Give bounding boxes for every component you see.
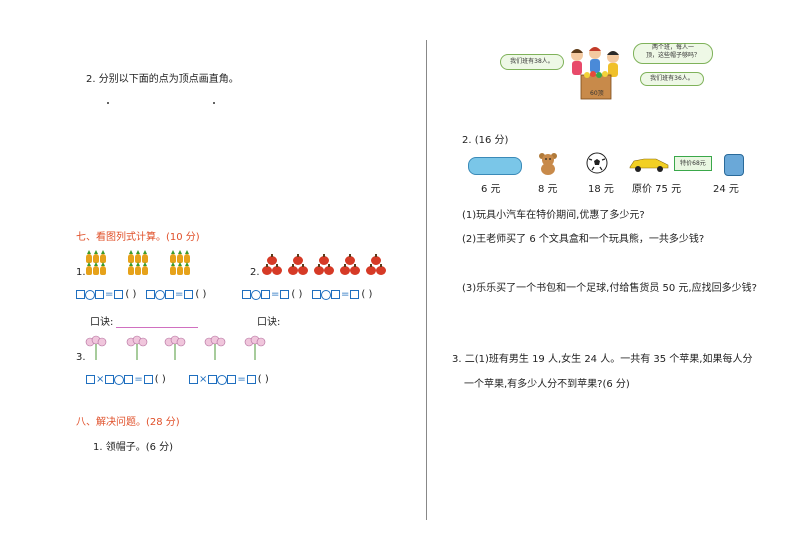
backpack-image: [724, 154, 744, 176]
equation-row-3a: ×=( ): [86, 374, 168, 385]
pencil-case-image: [468, 157, 522, 175]
equation-row-3b: ×=( ): [189, 374, 271, 385]
speech-bubble-right-top: 两个班，每人一 顶，这些帽子够吗？: [633, 43, 713, 64]
q3-line-2: 一个苹果,有多少人分不到苹果?(6 分): [464, 379, 630, 390]
teddy-bear-image: [536, 151, 560, 175]
koujue-label-2: 口诀:: [257, 317, 281, 328]
apple-pyramids-image: [262, 252, 392, 280]
q3-line-1: 3. 二(1)班有男生 19 人,女生 24 人。一共有 35 个苹果,如果每人…: [452, 354, 753, 365]
equation-row-1b: =( ): [146, 289, 208, 300]
price-backpack: 24 元: [713, 184, 739, 195]
item-1-label: 1.: [76, 267, 86, 278]
speech-bubble-right-bottom: 我们班有36人。: [640, 72, 704, 86]
column-divider: [426, 40, 427, 520]
price-teddy-bear: 8 元: [538, 184, 558, 195]
equation-row-2b: =( ): [312, 289, 374, 300]
pineapple-groups-image: [86, 250, 196, 280]
speech-bubble-left: 我们班有38人。: [500, 54, 564, 70]
q2-right-title: 2. (16 分): [462, 135, 509, 146]
flower-bunches-image: [84, 334, 274, 362]
price-soccer-ball: 18 元: [588, 184, 614, 195]
equation-row-2a: =( ): [242, 289, 304, 300]
q1-title: 1. 领帽子。(6 分): [93, 442, 174, 453]
sub-question-2: (2)王老师买了 6 个文具盒和一个玩具熊，一共多少钱?: [462, 234, 705, 245]
price-toy-car: 原价 75 元: [632, 184, 682, 195]
vertex-dot-1: [107, 102, 109, 104]
special-price-tag: 特价68元: [674, 156, 712, 171]
item-2-label: 2.: [250, 267, 260, 278]
vertex-dot-2: [213, 102, 215, 104]
equation-row-1a: =( ): [76, 289, 138, 300]
box-label: 60顶: [590, 90, 604, 97]
sub-question-1: (1)玩具小汽车在特价期间,优惠了多少元?: [462, 210, 645, 221]
koujue-underline-1: [116, 327, 198, 328]
koujue-label-1: 口诀:: [90, 317, 114, 328]
toy-car-image: [628, 155, 670, 173]
price-pencil-case: 6 元: [481, 184, 501, 195]
section-8-title: 八、解决问题。(28 分): [76, 417, 180, 428]
sub-question-3: (3)乐乐买了一个书包和一个足球,付给售货员 50 元,应找回多少钱?: [462, 283, 757, 294]
item-3-label: 3.: [76, 352, 86, 363]
section-7-title: 七、看图列式计算。(10 分): [76, 232, 200, 243]
children-with-box-illustration: [565, 45, 627, 103]
soccer-ball-image: [586, 152, 608, 174]
q2-title: 2. 分别以下面的点为顶点画直角。: [86, 74, 239, 85]
